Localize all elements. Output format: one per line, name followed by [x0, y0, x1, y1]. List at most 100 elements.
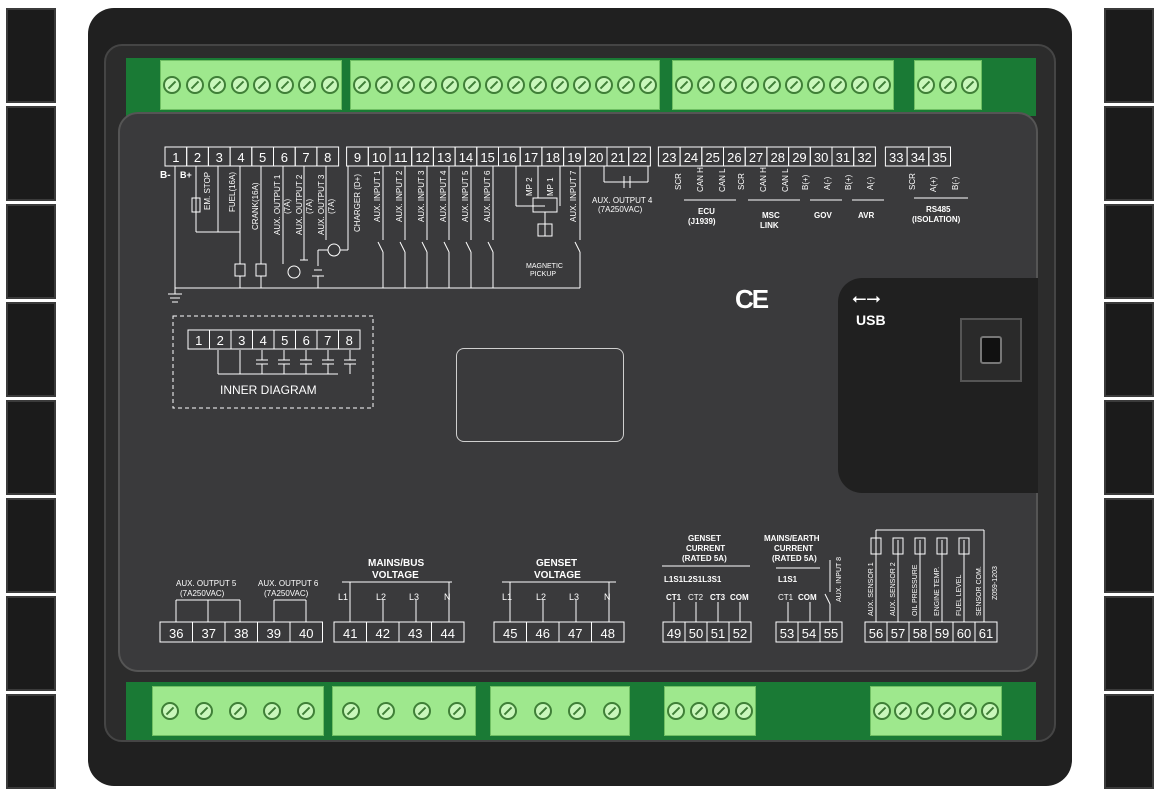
screw-icon[interactable]: [763, 76, 781, 94]
screw-icon[interactable]: [573, 76, 591, 94]
terminal-number: 2: [217, 333, 224, 348]
screw-icon[interactable]: [939, 76, 957, 94]
screw-icon[interactable]: [263, 702, 281, 720]
screw-icon[interactable]: [253, 76, 272, 94]
screw-icon[interactable]: [937, 702, 956, 720]
terminal-number: 36: [169, 626, 183, 641]
screw-icon[interactable]: [499, 702, 518, 720]
terminal-number: 8: [324, 150, 331, 165]
screw-icon[interactable]: [485, 76, 503, 94]
screw-icon[interactable]: [873, 76, 891, 94]
screw-icon[interactable]: [441, 76, 459, 94]
screw-icon[interactable]: [741, 76, 759, 94]
inner-diagram-wiring: [217, 350, 356, 375]
aux-output-6-rating: (7A250VAC): [264, 589, 309, 598]
ct3-label: CT3: [710, 593, 726, 602]
screw-icon[interactable]: [320, 76, 339, 94]
magnetic-label: MAGNETIC: [526, 263, 563, 270]
screw-icon[interactable]: [161, 702, 179, 720]
usb-icon: ⭠⭢: [852, 288, 881, 308]
aux-output-1-label: AUX. OUTPUT 1: [273, 174, 282, 235]
screw-icon[interactable]: [872, 702, 891, 720]
screw-icon[interactable]: [917, 76, 935, 94]
screw-icon[interactable]: [341, 702, 360, 720]
screw-icon[interactable]: [959, 702, 978, 720]
terminal-number: 23: [662, 150, 676, 165]
screw-icon[interactable]: [163, 76, 182, 94]
left-fin: [6, 596, 56, 691]
gov-b-plus-label: B(+): [801, 174, 810, 190]
screw-icon[interactable]: [298, 76, 317, 94]
screw-icon[interactable]: [719, 76, 737, 94]
screw-icon[interactable]: [617, 76, 635, 94]
screw-icon[interactable]: [568, 702, 587, 720]
terminal-block-45-48[interactable]: [490, 686, 630, 736]
screw-icon[interactable]: [229, 702, 247, 720]
genset-n: N: [604, 592, 611, 602]
terminal-number: 4: [260, 333, 267, 348]
screw-icon[interactable]: [419, 76, 437, 94]
screw-icon[interactable]: [961, 76, 979, 94]
left-fin: [6, 302, 56, 397]
screw-icon[interactable]: [916, 702, 935, 720]
screw-icon[interactable]: [667, 702, 686, 720]
terminal-number: 49: [667, 626, 681, 641]
mains-earth-line2: CURRENT: [774, 544, 813, 553]
mains-l1: L1: [338, 592, 348, 602]
terminal-number: 38: [234, 626, 248, 641]
genset-l1: L1: [502, 592, 512, 602]
screw-icon[interactable]: [595, 76, 613, 94]
terminal-number: 26: [727, 150, 741, 165]
screw-icon[interactable]: [712, 702, 731, 720]
screw-icon[interactable]: [195, 702, 213, 720]
screw-icon[interactable]: [463, 76, 481, 94]
sensor-com-label: SENSOR COM.: [976, 566, 983, 616]
terminal-box: [853, 146, 876, 167]
terminal-block-33-35[interactable]: [914, 60, 982, 110]
screw-icon[interactable]: [785, 76, 803, 94]
screw-icon[interactable]: [533, 702, 552, 720]
screw-icon[interactable]: [551, 76, 569, 94]
screw-icon[interactable]: [377, 702, 396, 720]
screw-icon[interactable]: [412, 702, 431, 720]
screw-icon[interactable]: [675, 76, 693, 94]
screw-icon[interactable]: [734, 702, 753, 720]
terminal-number: 17: [524, 150, 538, 165]
screw-icon[interactable]: [397, 76, 415, 94]
screw-icon[interactable]: [602, 702, 621, 720]
terminal-block-56-61[interactable]: [870, 686, 1002, 736]
terminal-block-36-40[interactable]: [152, 686, 324, 736]
screw-icon[interactable]: [208, 76, 227, 94]
ct2-label: CT2: [688, 593, 704, 602]
screw-icon[interactable]: [230, 76, 249, 94]
left-fin: [6, 204, 56, 299]
screw-icon[interactable]: [507, 76, 525, 94]
terminal-block-41-44[interactable]: [332, 686, 476, 736]
screw-icon[interactable]: [448, 702, 467, 720]
terminal-block-9-22[interactable]: [350, 60, 660, 110]
screw-icon[interactable]: [894, 702, 913, 720]
screw-icon[interactable]: [275, 76, 294, 94]
terminal-number: 52: [733, 626, 747, 641]
screw-icon[interactable]: [639, 76, 657, 94]
usb-port[interactable]: [980, 336, 1002, 364]
screw-icon[interactable]: [829, 76, 847, 94]
screw-icon[interactable]: [851, 76, 869, 94]
aux-output-5-rating: (7A250VAC): [180, 589, 225, 598]
screw-icon[interactable]: [807, 76, 825, 94]
screw-icon[interactable]: [981, 702, 1000, 720]
terminal-block-49-52[interactable]: [664, 686, 756, 736]
screw-icon[interactable]: [185, 76, 204, 94]
screw-icon[interactable]: [529, 76, 547, 94]
screw-icon[interactable]: [297, 702, 315, 720]
mains-bus-label: MAINS/BUS: [368, 558, 424, 569]
screw-icon[interactable]: [689, 702, 708, 720]
screw-icon[interactable]: [375, 76, 393, 94]
screw-icon[interactable]: [697, 76, 715, 94]
terminal-block-23-32[interactable]: [672, 60, 894, 110]
terminal-number: 8: [346, 333, 353, 348]
screw-icon[interactable]: [353, 76, 371, 94]
terminal-block-1-8[interactable]: [160, 60, 342, 110]
